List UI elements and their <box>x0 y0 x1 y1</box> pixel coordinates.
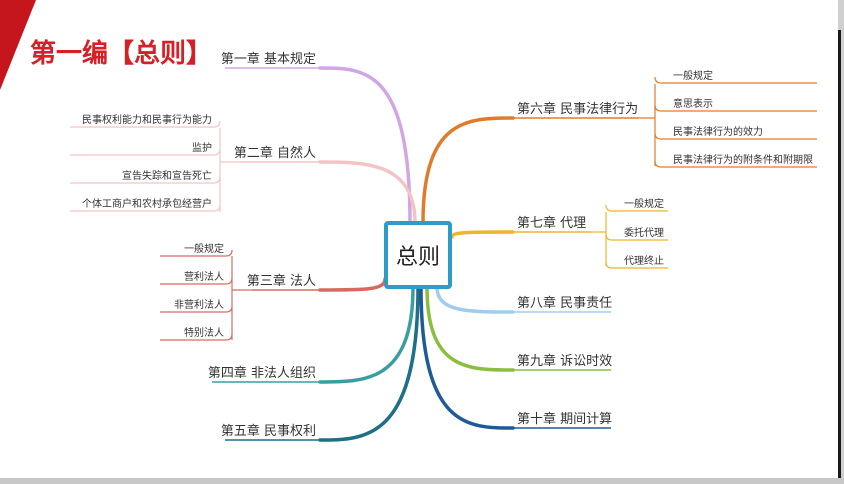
branch-link-ch3 <box>318 277 387 292</box>
branch-link-ch9 <box>425 285 515 372</box>
branch-label-ch10[interactable]: 第十章 期间计算 <box>517 411 612 427</box>
slide-title: 第一编【总则】 <box>30 38 212 69</box>
sub-underline <box>160 277 233 285</box>
sub-underline <box>654 76 817 84</box>
branch-link-ch7 <box>450 230 515 239</box>
sub-topic-label[interactable]: 一般规定 <box>673 69 713 82</box>
center-node[interactable]: 总则 <box>384 221 452 289</box>
sub-underline <box>160 333 233 341</box>
branch-link-ch5 <box>318 285 420 442</box>
sub-topic-label[interactable]: 一般规定 <box>624 197 664 210</box>
slide-edge-shadow <box>838 30 841 478</box>
sub-topic-groups: 民事权利能力和民事行为能力监护宣告失踪和宣告死亡个体工商户和农村承包经营户一般规… <box>70 69 817 341</box>
branch-link-ch1 <box>318 66 412 225</box>
branch-link-ch6 <box>421 116 515 225</box>
sub-topic-label[interactable]: 特别法人 <box>184 326 224 339</box>
sub-topic-label[interactable]: 民事法律行为的附条件和附期限 <box>673 153 813 166</box>
sub-topic-label[interactable]: 意思表示 <box>673 97 713 110</box>
branch-links <box>212 66 638 442</box>
branch-label-ch6[interactable]: 第六章 民事法律行为 <box>517 101 638 117</box>
sub-underline <box>654 160 817 168</box>
sub-underline <box>654 132 817 140</box>
sub-underline <box>605 233 668 241</box>
sub-underline <box>605 204 668 212</box>
sub-topic-label[interactable]: 个体工商户和农村承包经营户 <box>82 197 212 210</box>
sub-topic-label[interactable]: 一般规定 <box>184 242 224 255</box>
center-node-box <box>384 221 452 289</box>
branch-label-ch1[interactable]: 第一章 基本规定 <box>221 51 316 67</box>
slide-bottom-shadow <box>0 478 844 484</box>
sub-underline <box>70 120 221 128</box>
branch-label-ch8[interactable]: 第八章 民事责任 <box>517 295 612 311</box>
branch-link-ch2 <box>318 160 417 225</box>
sub-topic-label[interactable]: 非营利法人 <box>174 298 224 311</box>
branch-label-ch4[interactable]: 第四章 非法人组织 <box>208 365 316 381</box>
sub-underline <box>160 305 233 313</box>
branch-link-ch8 <box>435 285 515 314</box>
sub-topic-label[interactable]: 代理终止 <box>624 254 664 267</box>
sub-underline <box>70 176 221 184</box>
sub-topic-label[interactable]: 民事法律行为的效力 <box>673 125 763 138</box>
sub-topic-label[interactable]: 监护 <box>192 141 212 154</box>
center-node-label: 总则 <box>396 245 440 270</box>
corner-decoration <box>0 0 36 90</box>
sub-underline <box>605 261 668 269</box>
sub-underline <box>654 104 817 112</box>
branch-label-ch3[interactable]: 第三章 法人 <box>247 273 316 289</box>
sub-topic-label[interactable]: 委托代理 <box>624 226 664 239</box>
sub-underline <box>70 148 221 156</box>
sub-underline <box>70 204 221 212</box>
branch-link-ch4 <box>318 285 415 384</box>
branch-label-ch9[interactable]: 第九章 诉讼时效 <box>517 353 612 369</box>
sub-topic-label[interactable]: 营利法人 <box>184 270 224 283</box>
sub-topic-label[interactable]: 民事权利能力和民事行为能力 <box>82 113 212 126</box>
branch-label-ch2[interactable]: 第二章 自然人 <box>234 145 316 161</box>
branch-label-ch7[interactable]: 第七章 代理 <box>517 215 586 231</box>
branch-label-ch5[interactable]: 第五章 民事权利 <box>221 423 316 439</box>
sub-underline <box>160 249 233 257</box>
branch-link-ch10 <box>419 285 515 430</box>
sub-topic-label[interactable]: 宣告失踪和宣告死亡 <box>122 169 212 182</box>
